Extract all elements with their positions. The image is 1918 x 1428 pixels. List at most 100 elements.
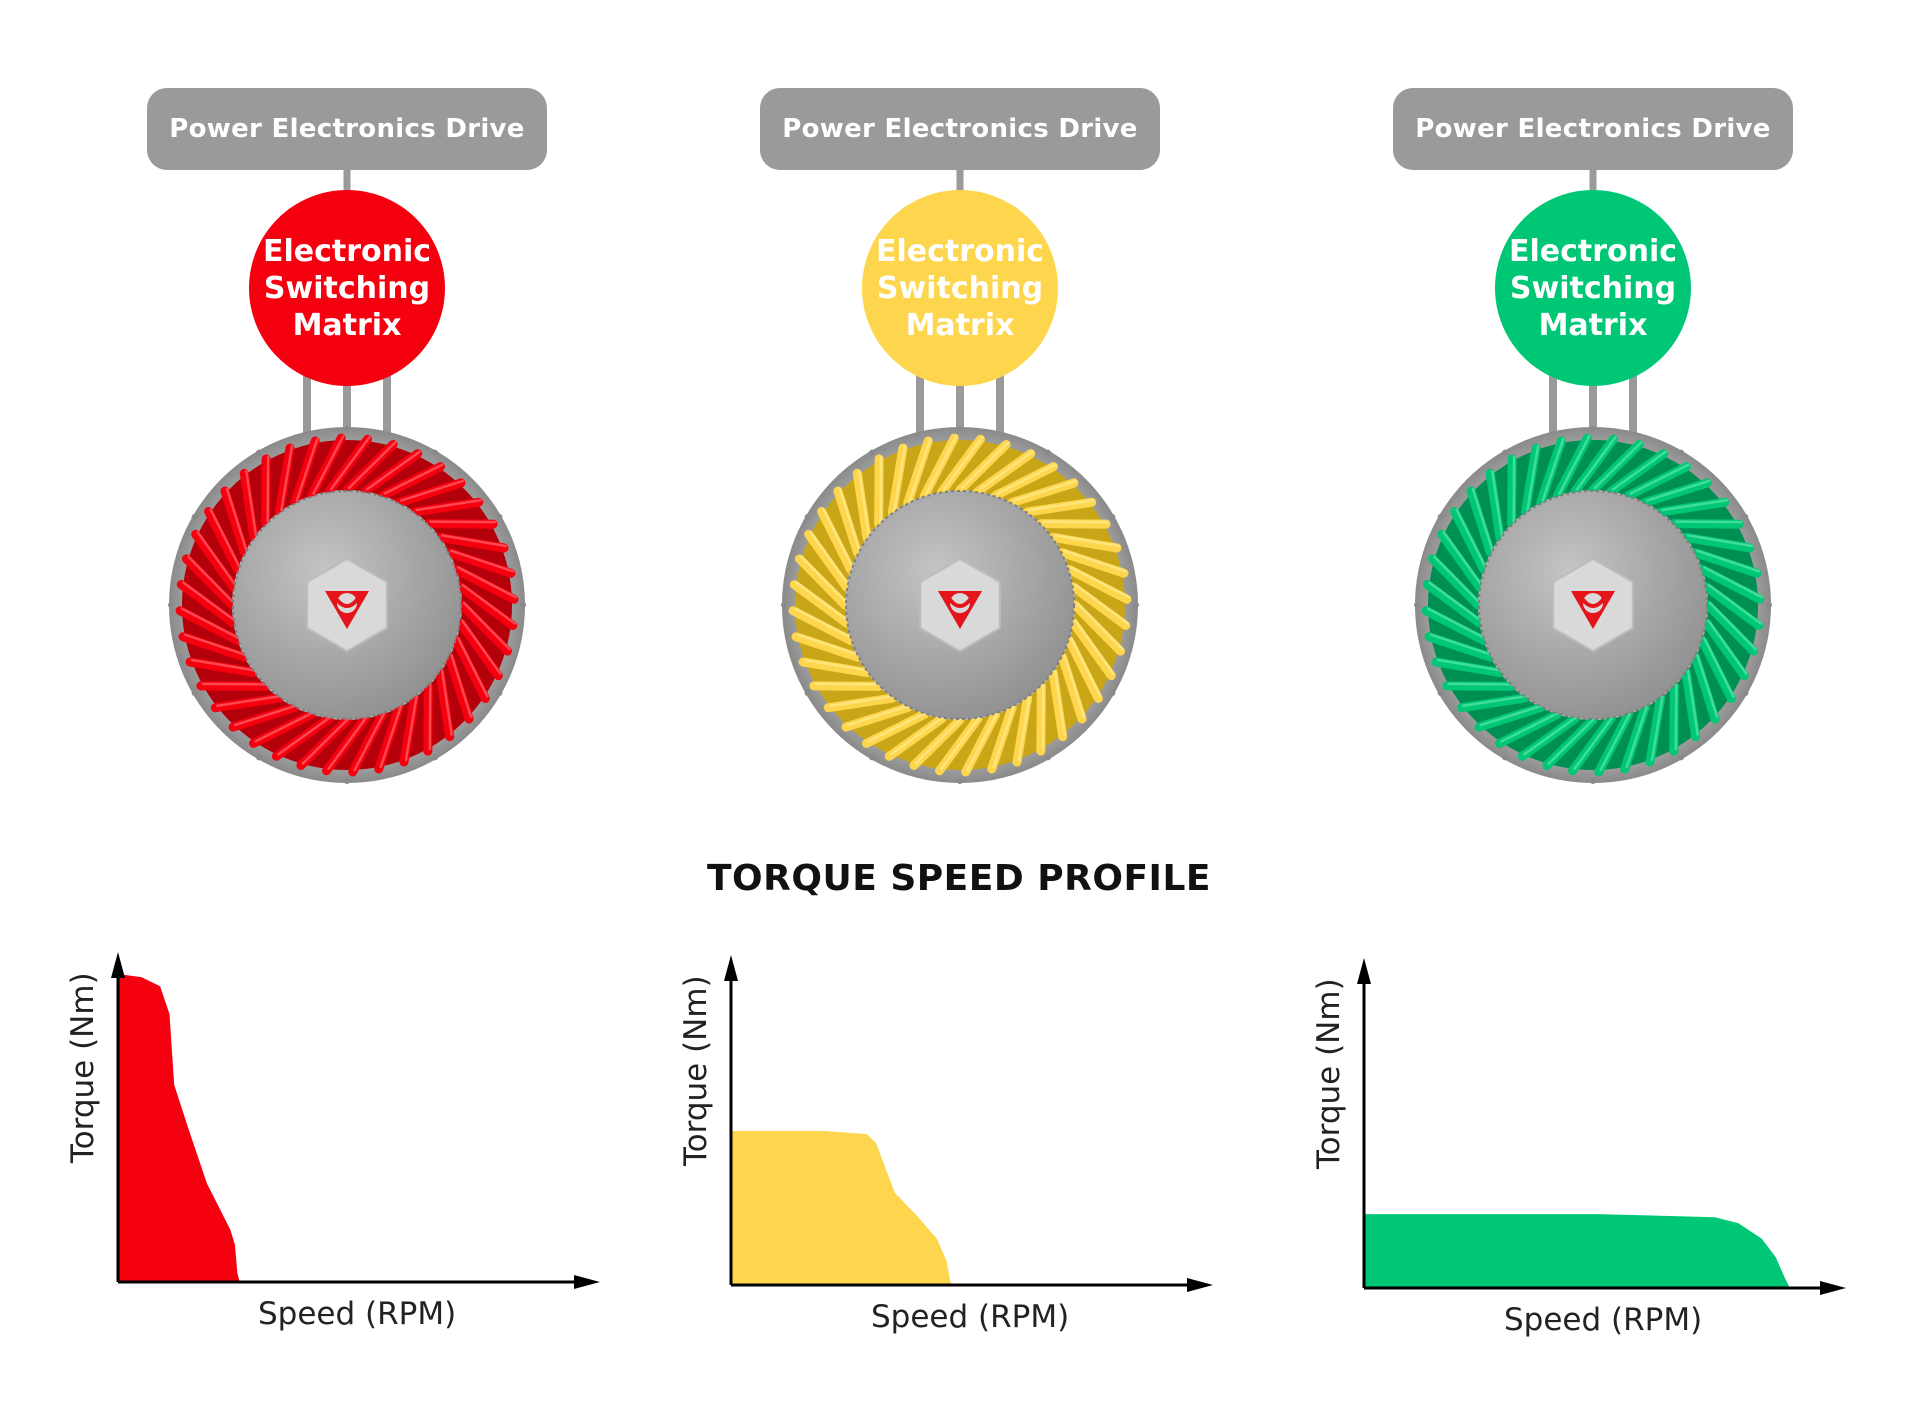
coil-tooth (444, 652, 474, 724)
coil-tooth (1450, 507, 1489, 574)
coil-tooth (290, 436, 320, 508)
torque-profile-area (731, 1131, 951, 1285)
coil-tooth (1702, 582, 1764, 630)
housing-bolt (1742, 514, 1749, 520)
coil-tooth (444, 548, 516, 578)
coil-highlight (280, 444, 294, 512)
coil-tooth (185, 657, 259, 678)
coil-highlight (1074, 619, 1115, 675)
brand-logo-swirl (1579, 595, 1607, 608)
coil-tooth (1064, 564, 1132, 604)
housing-bolt (432, 754, 438, 761)
coil-highlight (1707, 619, 1748, 675)
coil-tooth (239, 468, 259, 542)
coil-highlight (440, 669, 453, 736)
coil-tooth (788, 606, 856, 646)
housing-bolt (1045, 449, 1051, 456)
switching-matrix-circle: Electronic Switching Matrix (1495, 190, 1691, 386)
coil-tooth (451, 564, 519, 604)
coil-highlight (347, 441, 397, 490)
coil-tooth (1057, 652, 1087, 724)
coil-tooth (903, 436, 933, 508)
coil-tooth (1474, 702, 1546, 732)
housing-bolt (256, 449, 262, 456)
coil-highlight (1455, 508, 1487, 569)
housing-bolt (1502, 449, 1508, 456)
coil-highlight (1075, 601, 1124, 651)
coil-highlight (404, 694, 418, 762)
coil-tooth (410, 497, 484, 517)
coil-highlight (846, 704, 912, 727)
coil-highlight (1558, 434, 1591, 495)
housing-bolt (168, 602, 174, 608)
coil-highlight (216, 694, 283, 707)
power-electronics-drive-box: Power Electronics Drive (1393, 88, 1793, 170)
coil-highlight (245, 470, 258, 537)
coil-highlight (1575, 436, 1617, 491)
coil-highlight (1523, 715, 1579, 756)
coil-highlight (1428, 581, 1483, 623)
coil-highlight (908, 437, 932, 502)
coil-highlight (1625, 704, 1649, 769)
coil-tooth (220, 486, 250, 558)
coil-highlight (1442, 531, 1483, 587)
coil-tooth (1437, 529, 1484, 592)
coil-highlight (1703, 637, 1735, 698)
matrix-label-line: Switching (1509, 270, 1677, 306)
coil-tooth (1456, 693, 1530, 713)
coil-tooth (1640, 478, 1712, 508)
coil-highlight (1436, 658, 1504, 672)
coil-highlight (822, 508, 854, 569)
coil-tooth (1690, 548, 1762, 578)
coil-highlight (182, 581, 237, 623)
coil-tooth (210, 693, 284, 713)
coil-highlight (978, 450, 1034, 491)
coil-highlight (461, 583, 516, 625)
coil-highlight (796, 633, 861, 657)
x-axis-arrow (1820, 1281, 1846, 1295)
housing-bolt (1678, 449, 1684, 456)
coil-tooth (435, 532, 509, 553)
coil-highlight (254, 711, 315, 743)
x-axis-arrow (574, 1275, 600, 1289)
coil-tooth (1048, 668, 1068, 742)
housing-bolt (1109, 690, 1116, 696)
coil-tooth (176, 580, 238, 628)
brand-logo-swirl (333, 595, 361, 608)
coil-tooth (1428, 554, 1483, 610)
coil-highlight (327, 715, 369, 770)
coil-highlight (809, 531, 850, 587)
x-axis-label: Speed (RPM) (1504, 1302, 1703, 1338)
coil-highlight (440, 534, 508, 548)
coil-highlight (365, 450, 421, 491)
coil-highlight (1028, 499, 1095, 512)
housing-bolt (1502, 754, 1508, 761)
coil-tooth (1690, 652, 1720, 724)
coil-highlight (190, 658, 258, 672)
coil-highlight (1573, 715, 1615, 770)
housing-bolt (520, 602, 526, 608)
coil-highlight (457, 637, 489, 698)
coil-tooth (374, 702, 404, 774)
coil-highlight (1611, 450, 1667, 491)
coil-highlight (183, 633, 248, 657)
coil-highlight (353, 711, 386, 772)
coil-highlight (1479, 704, 1545, 727)
coil-highlight (1696, 653, 1719, 719)
coil-highlight (838, 487, 861, 553)
coil-highlight (1070, 637, 1102, 698)
housing-bolt (496, 690, 503, 696)
coil-tooth (175, 606, 243, 646)
housing-bolt (869, 449, 875, 456)
coil-highlight (1593, 441, 1643, 490)
coil-highlight (1471, 487, 1494, 553)
housing-bolt (869, 754, 875, 761)
coil-highlight (992, 704, 1016, 769)
coil-highlight (966, 711, 999, 772)
coil-highlight (1707, 583, 1762, 625)
coil-highlight (793, 607, 854, 640)
coil-tooth (789, 580, 851, 628)
switching-matrix-circle: Electronic Switching Matrix (249, 190, 445, 386)
